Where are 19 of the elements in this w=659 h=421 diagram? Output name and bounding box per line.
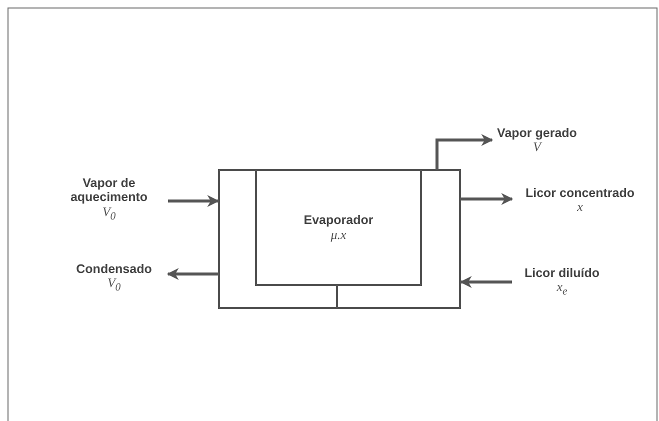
- flow-arrow: [460, 276, 512, 288]
- flow-arrow: [436, 134, 494, 169]
- evaporator-vessel: [218, 169, 461, 309]
- stream-label: Licor concentrado: [525, 186, 635, 200]
- flow-arrow: [461, 193, 514, 205]
- stream-label: Evaporador: [304, 213, 374, 228]
- flow-arrow: [168, 195, 220, 207]
- evaporator-chamber: [255, 169, 422, 286]
- stream-label: Condensado: [76, 262, 152, 276]
- variable-symbol: x$_{e}$: [556, 280, 568, 299]
- variable-symbol: μ.x: [330, 228, 346, 242]
- variable-symbol: V$_{0}$: [107, 276, 121, 295]
- stream-label: Vapor gerado: [497, 126, 577, 140]
- flow-arrow: [166, 268, 218, 280]
- variable-symbol: V$_{0}$: [102, 204, 116, 224]
- variable-symbol: x: [577, 200, 583, 215]
- stream-label: Licor diluído: [524, 266, 600, 280]
- stream-label: Vapor de aquecimento: [69, 176, 149, 205]
- variable-symbol: V: [533, 140, 541, 155]
